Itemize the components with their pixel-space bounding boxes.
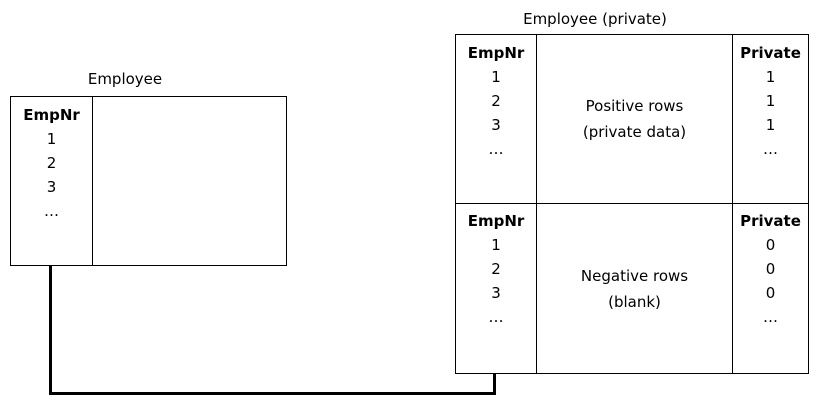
negative-empnr-column: EmpNr 1 2 3 … — [456, 209, 536, 329]
positive-rows-label-line2: (private data) — [582, 123, 687, 141]
private-table: EmpNr 1 2 3 … Positive rows (private dat… — [455, 34, 809, 374]
employee-empnr-cell: 3 — [46, 178, 57, 196]
employee-table: EmpNr 1 2 3 … — [10, 96, 287, 266]
negative-empnr-cell: 3 — [491, 284, 501, 302]
positive-rows-label-line1: Positive rows — [585, 97, 684, 115]
private-table-left-divider — [536, 35, 537, 373]
positive-private-cell: 1 — [765, 116, 776, 134]
negative-empnr-cell: … — [488, 308, 504, 326]
employee-empnr-cell: 1 — [46, 130, 57, 148]
employee-empnr-header: EmpNr — [23, 106, 80, 124]
positive-private-cell: … — [763, 140, 778, 158]
positive-private-cell: 1 — [765, 68, 776, 86]
employee-table-title: Employee — [87, 70, 163, 88]
negative-rows-label: Negative rows (blank) — [537, 263, 732, 315]
positive-private-cell: 1 — [765, 92, 776, 110]
positive-rows-label: Positive rows (private data) — [537, 93, 732, 145]
positive-empnr-column: EmpNr 1 2 3 … — [456, 41, 536, 161]
positive-empnr-cell: 3 — [491, 116, 501, 134]
negative-rows-label-line1: Negative rows — [580, 267, 689, 285]
negative-private-cell: … — [763, 308, 778, 326]
positive-private-header: Private — [740, 44, 801, 62]
positive-empnr-cell: … — [488, 140, 504, 158]
negative-private-cell: 0 — [765, 236, 776, 254]
negative-private-cell: 0 — [765, 284, 776, 302]
negative-private-header: Private — [740, 212, 801, 230]
negative-empnr-cell: 2 — [491, 260, 501, 278]
connector-line-up — [493, 374, 496, 395]
negative-empnr-header: EmpNr — [467, 212, 525, 230]
positive-empnr-header: EmpNr — [467, 44, 525, 62]
employee-empnr-column: EmpNr 1 2 3 … — [11, 103, 92, 223]
negative-empnr-cell: 1 — [491, 236, 501, 254]
employee-table-divider — [92, 97, 93, 265]
private-table-right-divider — [732, 35, 733, 373]
positive-empnr-cell: 2 — [491, 92, 501, 110]
connector-line-horizontal — [49, 392, 496, 395]
positive-empnr-cell: 1 — [491, 68, 501, 86]
negative-private-cell: 0 — [765, 260, 776, 278]
private-table-section-divider — [456, 203, 808, 204]
private-table-title: Employee (private) — [523, 10, 667, 28]
employee-empnr-cell: 2 — [46, 154, 57, 172]
employee-empnr-cell: … — [44, 202, 59, 220]
connector-line-down — [49, 266, 52, 395]
negative-rows-label-line2: (blank) — [608, 293, 661, 311]
negative-private-column: Private 0 0 0 … — [733, 209, 808, 329]
positive-private-column: Private 1 1 1 … — [733, 41, 808, 161]
